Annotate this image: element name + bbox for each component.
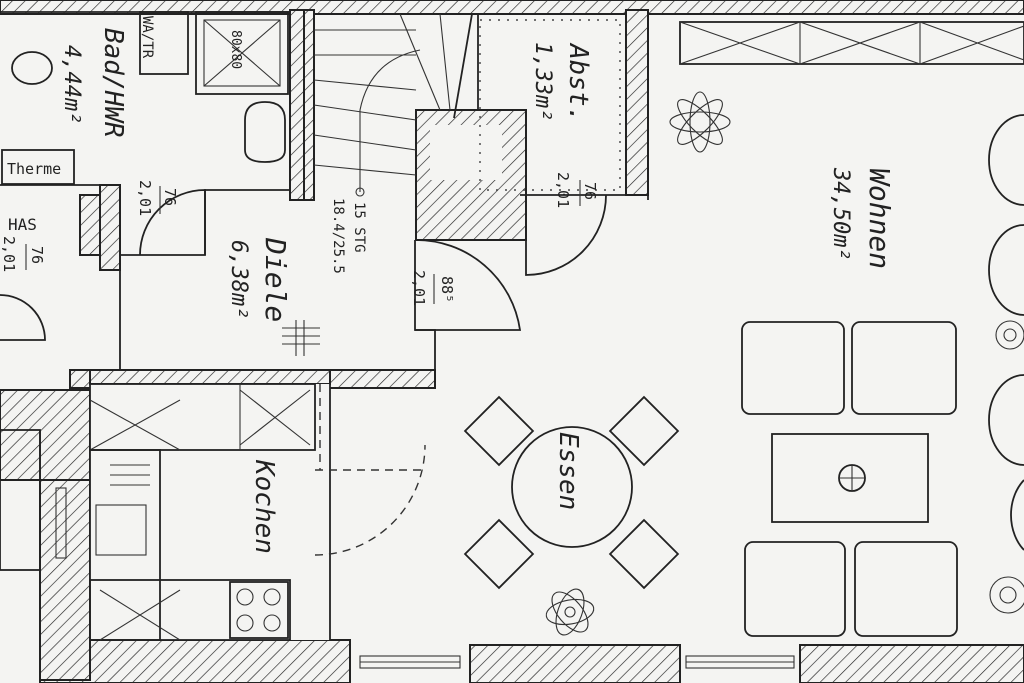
plant-icon bbox=[995, 320, 1024, 350]
room-name-kochen: Kochen bbox=[249, 459, 279, 554]
doors bbox=[0, 189, 607, 556]
text-labels: WA/TR 80x80 Therme Bad/HWR 4,44m² 76 2,0… bbox=[0, 16, 896, 554]
plant-icon bbox=[669, 91, 731, 153]
door-abst-width: 76 bbox=[581, 182, 599, 200]
room-area-wohnen: 34,50m² bbox=[828, 167, 853, 261]
washbasin-icon bbox=[244, 101, 286, 163]
door-bad-width: 76 bbox=[161, 188, 179, 206]
kitchen-floor bbox=[90, 384, 330, 640]
kitchen-wall-cabinets bbox=[89, 383, 316, 451]
kitchen-furniture bbox=[89, 383, 316, 641]
diele-outline bbox=[119, 240, 436, 371]
label-shower: 80x80 bbox=[228, 30, 243, 69]
dining-chair bbox=[463, 518, 535, 590]
room-name-diele: Diele bbox=[259, 237, 292, 322]
staircase bbox=[313, 13, 473, 197]
toilet-icon bbox=[11, 51, 53, 85]
stair-dims: 18.4/25.5 bbox=[330, 198, 346, 274]
wardrobe bbox=[679, 21, 1024, 65]
armchair bbox=[854, 541, 958, 637]
wall-top bbox=[0, 0, 1024, 15]
armchair bbox=[851, 321, 957, 415]
sink-icon bbox=[95, 504, 147, 556]
armchair bbox=[744, 541, 846, 637]
left-window-frame bbox=[0, 429, 41, 571]
shower-tray bbox=[195, 11, 289, 95]
armchair bbox=[741, 321, 845, 415]
wall-left-lower bbox=[0, 389, 91, 481]
dining-chair bbox=[608, 395, 680, 467]
kitchen-bottom-counter bbox=[89, 579, 291, 641]
wall-bottom-right bbox=[799, 644, 1024, 683]
room-name-has: HAS bbox=[8, 215, 37, 234]
room-name-wohnen: Wohnen bbox=[863, 168, 896, 269]
therme-box bbox=[1, 149, 75, 185]
wall-kitchen-top bbox=[89, 369, 331, 385]
wall-abst-right bbox=[625, 9, 649, 196]
room-area-abst: 1,33m² bbox=[530, 42, 555, 121]
bath-fixtures bbox=[1, 11, 289, 185]
room-name-bad: Bad/HWR bbox=[98, 28, 128, 138]
door-bath-swing bbox=[139, 189, 206, 256]
door-has-width: 76 bbox=[28, 246, 46, 264]
left-window-sash bbox=[55, 487, 67, 559]
plant-icon bbox=[989, 576, 1024, 614]
label-wa-tr: WA/TR bbox=[139, 16, 155, 59]
label-therme: Therme bbox=[7, 160, 61, 178]
room-name-essen: Essen bbox=[553, 432, 583, 510]
dining-set bbox=[463, 395, 680, 590]
door-abst-height: 2,01 bbox=[554, 172, 572, 208]
abst-storage-area bbox=[479, 19, 621, 191]
dining-chair bbox=[608, 518, 680, 590]
room-name-abst: Abst. bbox=[563, 42, 593, 122]
door-has-swing bbox=[0, 294, 46, 341]
door-kitchen-swing bbox=[314, 444, 426, 556]
stair-count: 15 STG bbox=[351, 202, 367, 253]
room-area-bad: 4,44m² bbox=[59, 45, 84, 124]
dining-table bbox=[511, 426, 633, 548]
living-seating bbox=[741, 321, 958, 637]
coffee-table bbox=[771, 433, 929, 523]
door-diele-width: 88⁵ bbox=[438, 276, 456, 303]
stove-icon bbox=[229, 581, 289, 639]
door-has-height: 2,01 bbox=[0, 236, 18, 272]
door-abst-swing bbox=[525, 194, 607, 276]
door-bad-height: 2,01 bbox=[136, 180, 154, 216]
wall-diele-left bbox=[99, 184, 121, 271]
plants bbox=[545, 91, 1024, 636]
wall-stair-left bbox=[303, 9, 315, 201]
door-diele-swing bbox=[414, 239, 522, 331]
washer-box bbox=[139, 11, 189, 75]
windows-bottom bbox=[359, 655, 795, 669]
wall-left-kitchen bbox=[39, 479, 91, 681]
dining-chair bbox=[463, 395, 535, 467]
door-diele-height: 2,01 bbox=[410, 270, 428, 306]
stair-core-void bbox=[430, 125, 502, 180]
plant-icon bbox=[545, 588, 595, 636]
right-wall-arcs bbox=[988, 114, 1024, 551]
wall-bottom-mid bbox=[469, 644, 681, 683]
room-area-diele: 6,38m² bbox=[226, 240, 251, 319]
wall-bath-right bbox=[289, 9, 305, 201]
